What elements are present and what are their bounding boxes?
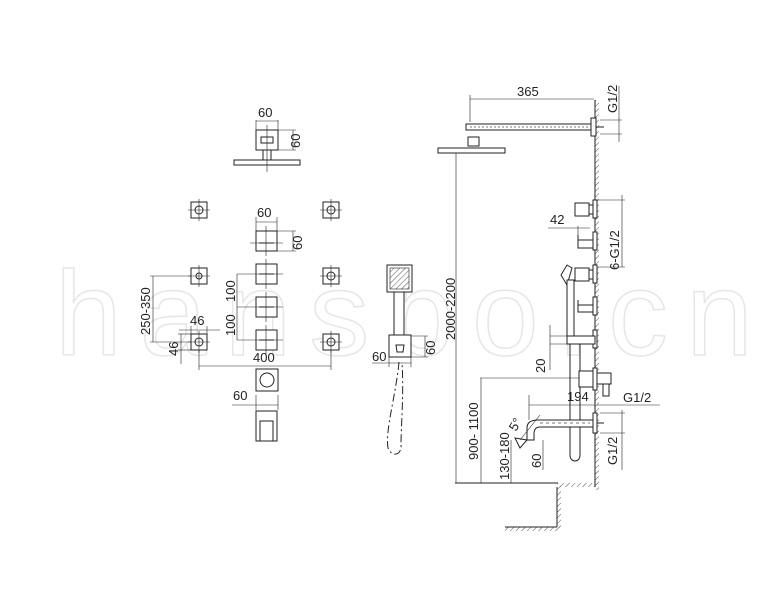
dim-bracket-offset: 20 xyxy=(533,359,548,373)
side-overhead-shower xyxy=(437,86,622,483)
dim-jet-spacing-1: 100 xyxy=(223,280,238,302)
jet-threads-label: 6-G1/2 xyxy=(607,230,622,270)
dim-spout-drop: 60 xyxy=(529,454,544,468)
dim-jet-block-width: 60 xyxy=(257,205,271,220)
dim-jet-spacing-2: 100 xyxy=(223,314,238,336)
arm-thread-label: G1/2 xyxy=(605,85,620,113)
side-hand-shower xyxy=(549,264,596,462)
dim-bracket-width: 60 xyxy=(372,349,386,364)
dim-diverter-height: 900- 1100 xyxy=(466,402,481,460)
dim-jet-block-height: 60 xyxy=(290,236,305,250)
diverter-thread-label: G1/2 xyxy=(623,390,651,405)
spout-angle-label: 5° xyxy=(506,415,525,433)
body-jet-dimensions xyxy=(150,275,332,370)
side-diverter-spout xyxy=(480,367,660,483)
dim-head-height: 60 xyxy=(288,134,303,148)
dim-spout-length: 194 xyxy=(567,389,589,404)
dim-arm-length: 365 xyxy=(517,84,539,99)
dim-head-width: 60 xyxy=(258,105,272,120)
front-overhead-shower xyxy=(233,120,301,172)
center-jet-blocks xyxy=(236,217,296,355)
dim-bracket-height: 60 xyxy=(423,341,438,355)
dim-body-jet-width: 46 xyxy=(190,313,204,328)
body-jets xyxy=(188,199,342,353)
dim-body-jet-spacing: 400 xyxy=(253,350,275,365)
dim-body-jet-height: 46 xyxy=(166,342,181,356)
front-hand-shower xyxy=(372,264,428,455)
dim-jet-depth: 42 xyxy=(550,212,564,227)
front-diverter-spout xyxy=(232,368,279,442)
spout-thread-label: G1/2 xyxy=(605,437,620,465)
dim-head-height-range: 2000-2200 xyxy=(443,278,458,340)
dim-spout-height: 130-180 xyxy=(497,432,512,480)
dim-body-jet-range: 250-350 xyxy=(138,287,153,335)
dim-diverter-width: 60 xyxy=(233,388,247,403)
